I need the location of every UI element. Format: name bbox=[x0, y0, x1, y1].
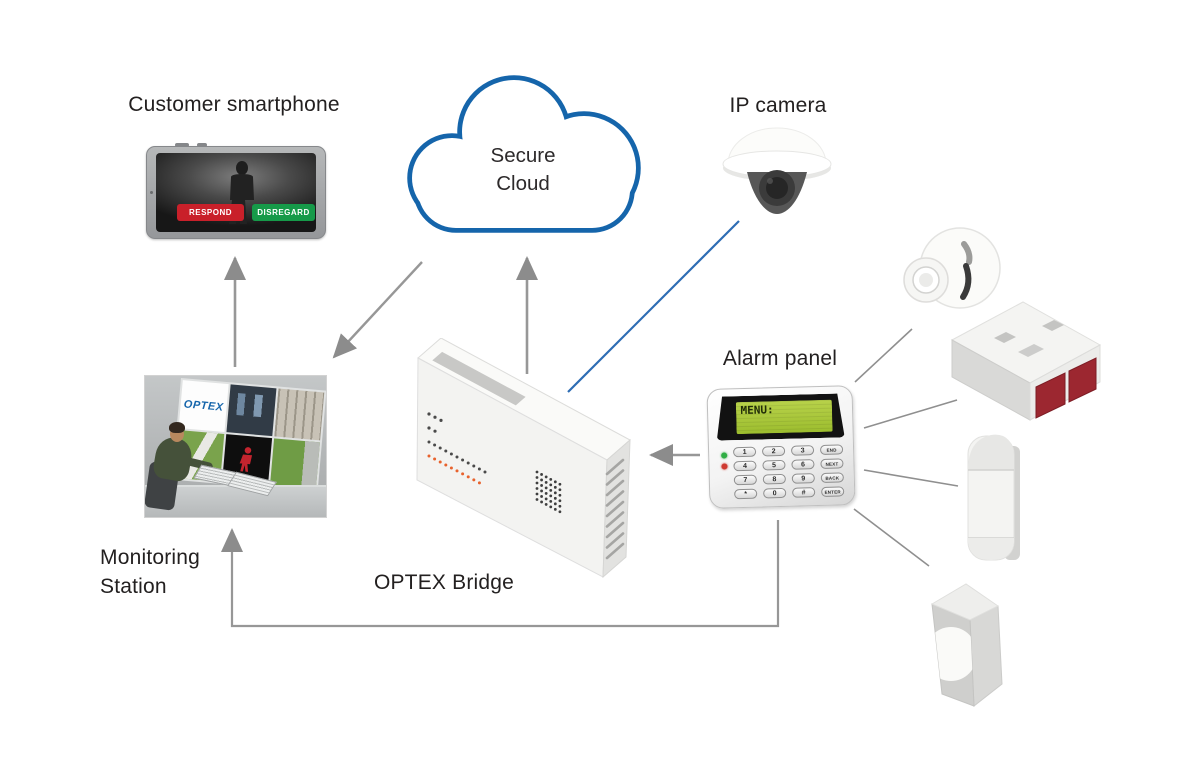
smartphone-screen: RESPOND DISREGARD bbox=[156, 153, 316, 232]
link-panel-sensor-4 bbox=[853, 508, 930, 567]
pir-lens-icon bbox=[932, 627, 974, 681]
respond-button: RESPOND bbox=[177, 204, 244, 221]
sensor-motion-detector bbox=[930, 583, 1003, 707]
sensor-beam-detector bbox=[950, 301, 1102, 421]
monitoring-station-illustration: OPTEX bbox=[144, 375, 327, 518]
optex-bridge-label: OPTEX Bridge bbox=[373, 571, 515, 594]
key-next: NEXT bbox=[820, 458, 844, 469]
key-7: 7 bbox=[733, 474, 757, 486]
video-wall-screen bbox=[274, 388, 325, 441]
link-camera-to-bridge bbox=[567, 220, 740, 393]
optex-logo: OPTEX bbox=[183, 398, 224, 414]
disregard-button: DISREGARD bbox=[252, 204, 315, 221]
panel-led-green bbox=[721, 452, 728, 459]
link-panel-sensor-3 bbox=[863, 469, 959, 487]
alarm-panel-display: MENU: bbox=[716, 393, 845, 440]
key-star: * bbox=[734, 488, 758, 500]
key-end: END bbox=[819, 444, 844, 455]
cloud-text-line1: Secure bbox=[490, 144, 556, 167]
ip-camera-illustration bbox=[722, 127, 832, 214]
bridge-speaker-grille bbox=[535, 470, 564, 515]
monitoring-station-label-line2: Station bbox=[100, 575, 167, 598]
arrow-panel-to-station bbox=[221, 520, 780, 628]
key-4: 4 bbox=[733, 460, 757, 472]
phone-button-bump bbox=[175, 143, 189, 147]
key-hash: # bbox=[792, 487, 816, 498]
key-enter: ENTER bbox=[821, 486, 845, 497]
key-2: 2 bbox=[761, 445, 786, 457]
secure-cloud-text: Secure Cloud bbox=[394, 142, 652, 198]
video-wall-screen-optex: OPTEX bbox=[178, 380, 229, 432]
key-0: 0 bbox=[763, 487, 787, 499]
video-wall-screen-alert bbox=[222, 434, 273, 486]
arrow-cloud-to-station bbox=[332, 261, 423, 359]
alarm-panel-keypad: 1 2 3 END 4 5 6 NEXT 7 8 9 BACK * 0 # EN… bbox=[732, 444, 845, 500]
secure-cloud: Secure Cloud bbox=[394, 66, 652, 242]
link-panel-sensor-2 bbox=[863, 399, 958, 429]
video-wall: OPTEX bbox=[172, 378, 326, 493]
bridge-status-leds bbox=[427, 412, 492, 488]
cloud-text-line2: Cloud bbox=[496, 172, 550, 195]
customer-smartphone-label: Customer smartphone bbox=[128, 93, 340, 116]
cloud-icon bbox=[407, 75, 641, 233]
sensor-slot bbox=[960, 263, 972, 300]
key-1: 1 bbox=[732, 446, 757, 458]
sensor-round-detector bbox=[903, 227, 1001, 309]
alarm-panel-label: Alarm panel bbox=[722, 347, 838, 370]
phone-button-bump bbox=[197, 143, 207, 147]
pir-side-face bbox=[969, 605, 1003, 707]
beam-window-icon bbox=[1068, 357, 1097, 403]
alarm-panel-illustration: MENU: 1 2 3 END 4 5 6 NEXT 7 8 9 BACK * … bbox=[706, 385, 856, 509]
customer-smartphone-illustration: RESPOND DISREGARD bbox=[146, 143, 326, 239]
key-back: BACK bbox=[820, 472, 844, 483]
link-panel-sensor-1 bbox=[854, 328, 913, 383]
optex-bridge-illustration bbox=[416, 338, 631, 579]
key-8: 8 bbox=[762, 473, 786, 485]
bridge-side-vents bbox=[605, 458, 625, 560]
phone-camera-icon bbox=[150, 191, 153, 194]
pir-top-face bbox=[930, 583, 999, 621]
key-5: 5 bbox=[762, 459, 786, 471]
key-3: 3 bbox=[790, 445, 815, 456]
key-6: 6 bbox=[791, 459, 815, 470]
video-wall-screen bbox=[269, 438, 320, 491]
key-9: 9 bbox=[791, 473, 815, 484]
alarm-panel-lcd: MENU: bbox=[736, 400, 833, 435]
sensor-outdoor-detector bbox=[967, 434, 1020, 561]
video-wall-screen bbox=[226, 384, 277, 437]
monitoring-station-label: Monitoring Station bbox=[100, 543, 260, 601]
monitoring-station-label-line1: Monitoring bbox=[100, 546, 201, 569]
operator-hair bbox=[169, 422, 185, 433]
bridge-led-row-orange bbox=[427, 454, 487, 488]
panel-led-red bbox=[721, 463, 728, 470]
sensor-top-cap bbox=[968, 434, 1014, 470]
alert-intruder-figure bbox=[239, 447, 253, 472]
ip-camera-label: IP camera bbox=[729, 94, 827, 117]
bridge-top-slot bbox=[432, 351, 526, 406]
beam-window-icon bbox=[1035, 372, 1066, 419]
